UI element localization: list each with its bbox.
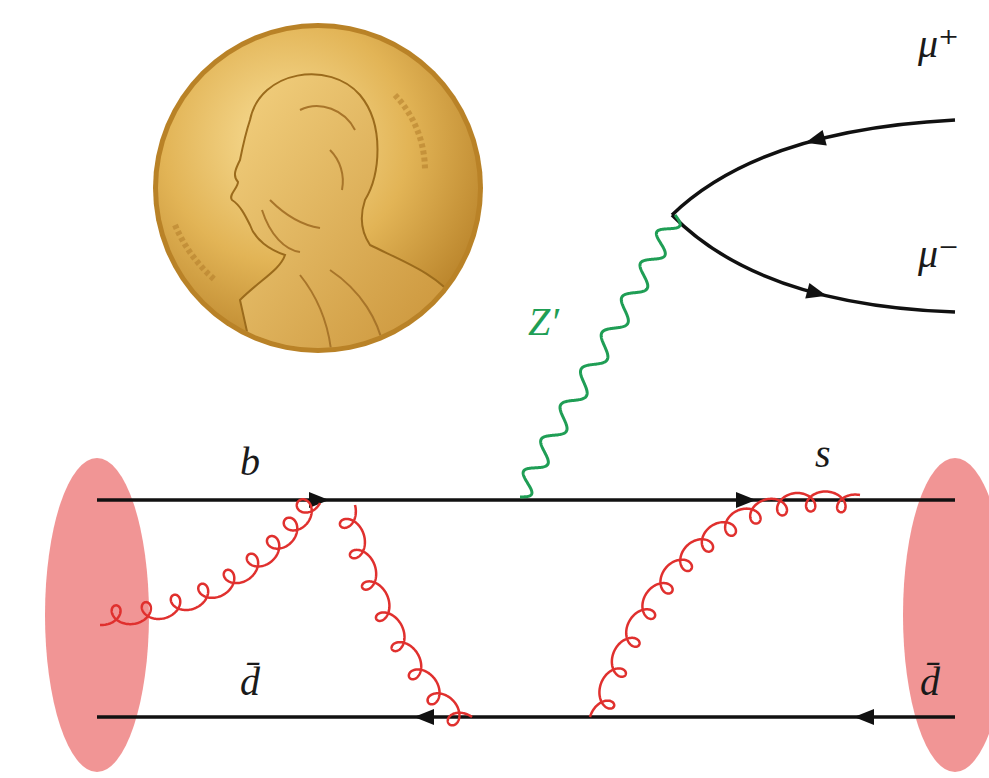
muon-line [672, 215, 955, 312]
label-anchor: b [240, 440, 260, 484]
quark-label: s [815, 432, 831, 476]
quark-label: d̄ [240, 660, 260, 704]
gluon-line [340, 505, 472, 725]
boson-label: Z′ [528, 300, 559, 344]
nobel-medal [153, 23, 483, 360]
boson-lines [100, 215, 860, 725]
particle-label: μ⁻ [918, 232, 959, 276]
gluon-line [100, 499, 320, 625]
label-anchor: Z′ [528, 300, 559, 344]
hadron-blob [903, 458, 989, 772]
particle-label: μ⁺ [918, 22, 959, 66]
z-prime-line [520, 215, 680, 497]
label-anchor: s [815, 432, 831, 476]
hadron-blob [45, 458, 149, 772]
quark-label: d̄ [920, 660, 940, 704]
quark-label: b [240, 440, 260, 484]
muon-line [672, 120, 955, 215]
gluon-line [590, 492, 860, 718]
quark-line [97, 715, 955, 719]
label-anchor: d̄ [920, 660, 940, 704]
label-anchor: μ⁺ [918, 22, 959, 66]
label-anchor: μ⁻ [918, 232, 959, 276]
quark-line [97, 498, 955, 502]
fermion-arrows [309, 130, 874, 725]
label-anchor: d̄ [240, 660, 260, 704]
